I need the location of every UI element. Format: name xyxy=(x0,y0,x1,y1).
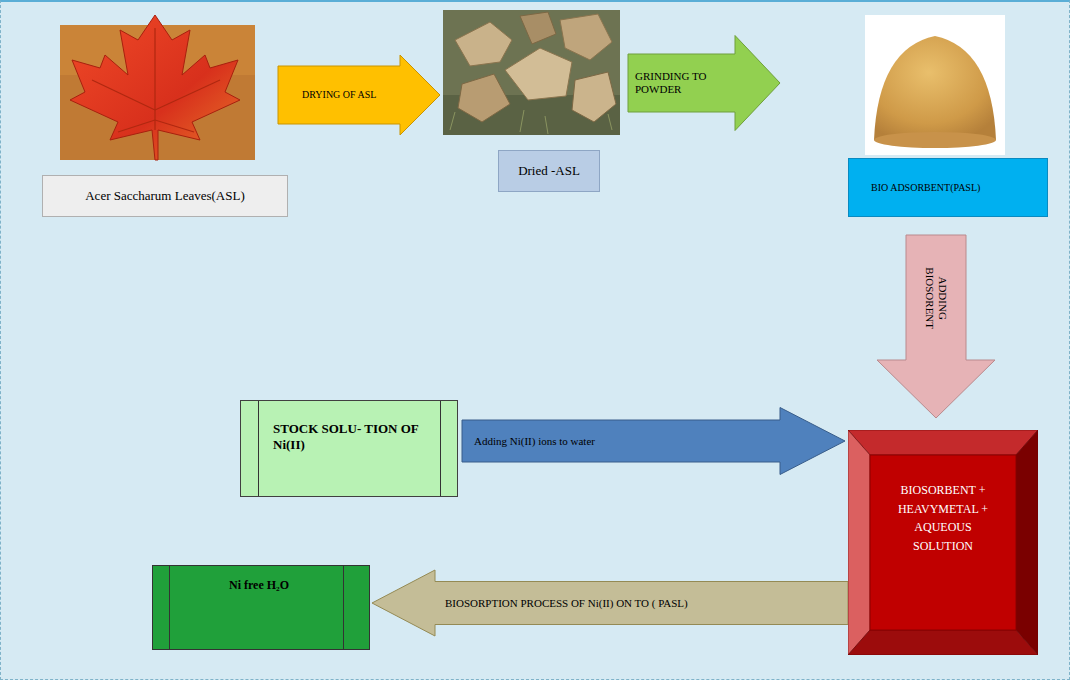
arrow-label: BIOSORPTION PROCESS OF Ni(II) ON TO ( PA… xyxy=(445,597,688,610)
process-box: Ni free H₂O xyxy=(152,565,370,650)
block-arrow xyxy=(628,36,780,131)
process-side-line xyxy=(258,401,259,496)
caption-box: BIO ADSORBENT(PASL) xyxy=(848,158,1048,217)
box-text: BIO ADSORBENT(PASL) xyxy=(871,182,980,194)
arrow-label: DRYING OF ASL xyxy=(302,89,376,101)
box-text: Ni free H₂O xyxy=(229,578,339,592)
process-side-line xyxy=(343,566,344,649)
block-arrow xyxy=(372,570,848,636)
box-text: Acer Saccharum Leaves(ASL) xyxy=(85,188,245,204)
caption-box: Acer Saccharum Leaves(ASL) xyxy=(42,175,288,217)
maple-leaf-photo xyxy=(60,15,255,160)
process-side-line xyxy=(440,401,441,496)
dried-leaves-photo xyxy=(443,10,620,135)
arrow-label: GRINDING TO POWDER xyxy=(635,70,731,96)
block-arrow xyxy=(278,55,440,135)
arrow-label: ADDING BIOSORENT xyxy=(923,250,949,346)
mixture-box: BIOSORBENT + HEAVYMETAL + AQUEOUS SOLUTI… xyxy=(848,430,1038,655)
box-text: STOCK SOLU- TION OF Ni(II) xyxy=(273,421,427,452)
process-box: STOCK SOLU- TION OF Ni(II) xyxy=(240,400,458,497)
caption-box: Dried -ASL xyxy=(498,150,600,192)
block-arrow xyxy=(877,235,995,418)
box-face: BIOSORBENT + HEAVYMETAL + AQUEOUS SOLUTI… xyxy=(870,455,1016,630)
box-text: BIOSORBENT + HEAVYMETAL + AQUEOUS SOLUTI… xyxy=(884,481,1002,555)
process-side-line xyxy=(169,566,170,649)
block-arrow xyxy=(462,408,845,475)
arrow-label: Adding Ni(II) ions to water xyxy=(474,435,595,448)
box-text: Dried -ASL xyxy=(518,163,580,179)
powder-photo xyxy=(865,15,1005,155)
